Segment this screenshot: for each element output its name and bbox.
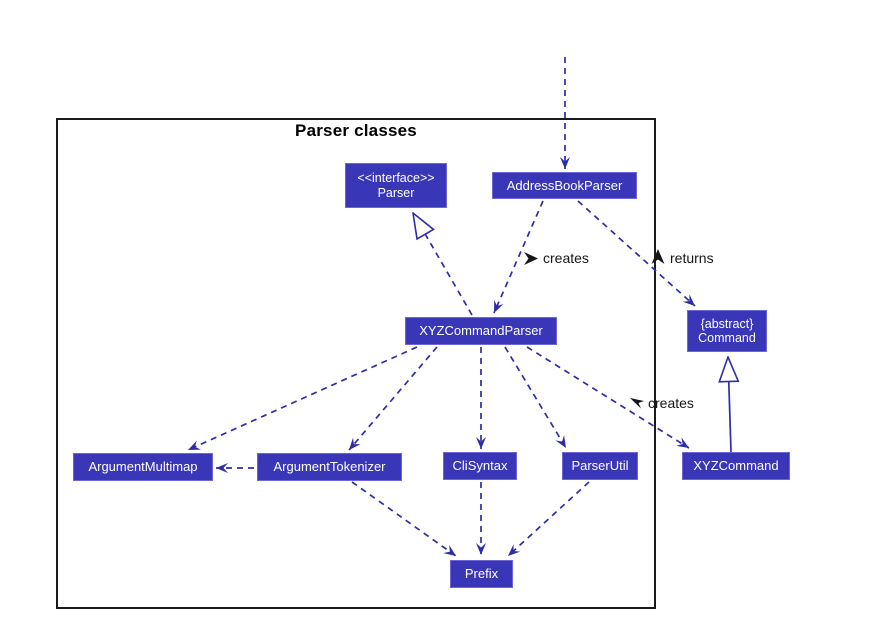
stereotype-label: <<interface>>	[357, 171, 435, 185]
class-name: ParserUtil	[571, 458, 629, 474]
edge-xyzcommandparser-to-argumenttokenizer	[348, 346, 438, 451]
class-name: CliSyntax	[452, 458, 508, 474]
creates-direction-marker-icon	[524, 252, 538, 265]
class-node-argumenttokenizer: ArgumentTokenizer	[257, 453, 402, 481]
class-name: ArgumentTokenizer	[273, 459, 386, 475]
creates-direction-marker-icon	[630, 398, 644, 409]
returns-direction-marker-icon	[651, 249, 665, 264]
edge-xyzcommand-extends-command	[728, 357, 731, 453]
edge-label-returns: returns	[670, 250, 714, 266]
class-node-parser-interface: <<interface>> Parser	[345, 163, 447, 208]
class-name: ArgumentMultimap	[88, 459, 198, 475]
edge-label-creates-bottom: creates	[648, 395, 694, 411]
class-node-argumentmultimap: ArgumentMultimap	[73, 453, 213, 481]
class-node-parserutil: ParserUtil	[562, 452, 638, 480]
class-node-xyzcommand: XYZCommand	[682, 452, 790, 480]
class-node-command: {abstract} Command	[687, 310, 767, 352]
class-name: Parser	[377, 185, 415, 200]
class-name: Command	[698, 331, 756, 345]
class-node-addressbookparser: AddressBookParser	[492, 172, 637, 199]
edge-addressbookparser-returns-command	[577, 200, 696, 307]
edge-xyzcommandparser-creates-xyzcommand	[526, 346, 690, 449]
class-node-prefix: Prefix	[450, 560, 513, 588]
edge-argumenttokenizer-to-prefix	[351, 481, 457, 557]
edge-xyzcommandparser-implements-parser	[413, 213, 473, 316]
edge-label-creates-top: creates	[543, 250, 589, 266]
class-name: XYZCommandParser	[419, 323, 543, 339]
edge-xyzcommandparser-to-parserutil	[504, 346, 567, 449]
edge-parserutil-to-prefix	[507, 481, 590, 557]
class-name: AddressBookParser	[506, 177, 623, 193]
class-name: XYZCommand	[693, 458, 779, 474]
parser-classes-frame	[56, 118, 656, 609]
stereotype-label: {abstract}	[700, 316, 754, 331]
class-name: Prefix	[464, 566, 499, 582]
edge-xyzcommandparser-to-argumentmultimap	[187, 346, 418, 451]
edge-addressbookparser-creates-xyzcommandparser	[493, 200, 544, 314]
class-node-xyzcommandparser: XYZCommandParser	[405, 317, 557, 345]
frame-title: Parser classes	[295, 121, 417, 140]
class-node-clisyntax: CliSyntax	[443, 452, 517, 480]
